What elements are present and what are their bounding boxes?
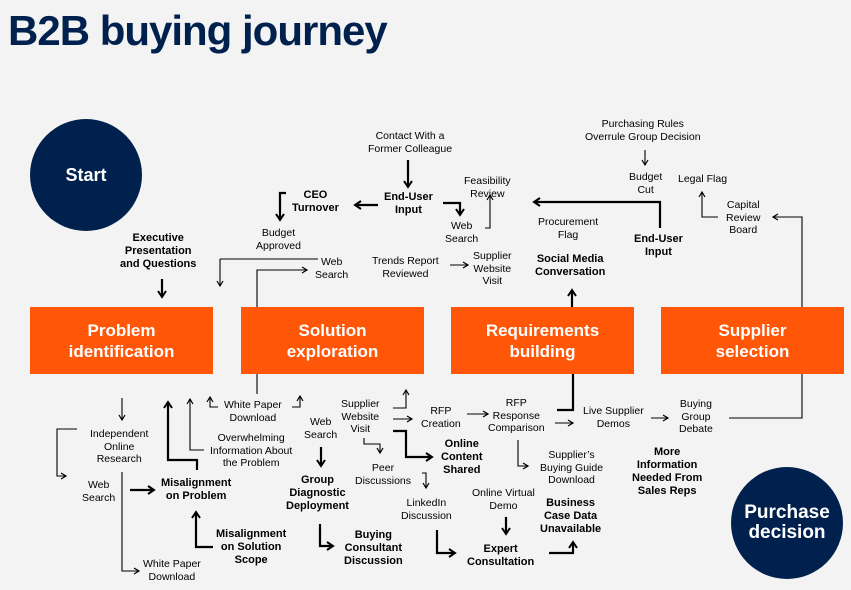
node-end-user-input: End-User Input [634,233,683,258]
connector-bold [191,510,213,549]
node-online-content-shared: Online Content Shared [441,438,483,476]
stage-requirements-building: Requirements building [451,307,634,374]
connector-bold [393,429,434,462]
stage-label: Solution exploration [286,320,379,361]
connector [422,472,430,490]
node-ceo-turnover: CEO Turnover [292,189,339,214]
node-rfp-response-comparison: RFP Response Comparison [488,397,545,434]
node-independent-online-research: Independent Online Research [90,428,149,465]
node-overwhelming-information: Overwhelming Information About the Probl… [210,432,293,469]
connector [56,428,77,480]
node-contact-former-colleague: Contact With a Former Colleague [368,130,453,155]
connector-bold [163,400,199,470]
node-web-search: Web Search [304,416,338,441]
connector [729,374,803,419]
node-misalignment-on-problem: Misalignment on Problem [161,477,232,502]
node-live-supplier-demos: Live Supplier Demos [583,405,644,430]
connector [771,213,803,307]
node-web-search: Web Search [82,479,116,504]
node-budget-cut: Budget Cut [629,171,663,196]
node-white-paper-download: White Paper Download [143,558,201,583]
connector [363,438,384,455]
stage-solution-exploration: Solution exploration [241,307,424,374]
node-procurement-flag: Procurement Flag [538,216,599,241]
page-title: B2B buying journey [8,7,388,54]
connector [393,388,410,409]
stage-label: Requirements building [485,320,600,361]
node-buying-group-debate: Buying Group Debate [679,398,713,435]
connector-bold [435,530,457,558]
node-executive-presentation: Executive Presentation and Questions [120,232,197,270]
node-linkedin-discussion: LinkedIn Discussion [401,497,452,522]
node-purchasing-rules: Purchasing Rules Overrule Group Decision [585,118,701,143]
connector-bold [443,201,465,217]
node-legal-flag: Legal Flag [678,173,728,185]
node-suppliers-buying-guide: Supplier’s Buying Guide Download [540,449,604,486]
node-misalignment-on-solution-scope: Misalignment on Solution Scope [216,528,287,566]
node-rfp-creation: RFP Creation [421,405,461,430]
node-supplier-website-visit: Supplier Website Visit [473,250,512,287]
node-web-search: Web Search [315,256,349,281]
connector [206,395,218,408]
node-more-information-needed: More Information Needed From Sales Reps [632,446,703,497]
connector [256,266,309,307]
node-supplier-website-visit: Supplier Website Visit [341,398,380,435]
node-white-paper-download: White Paper Download [224,399,282,424]
start-node: Start [30,119,142,231]
connector [485,193,494,229]
node-business-case-data-unavailable: Business Case Data Unavailable [540,497,602,535]
stage-label: Problem identification [68,320,175,361]
connector-bold [318,524,335,551]
node-buying-consultant-discussion: Buying Consultant Discussion [344,529,403,567]
node-capital-review-board: Capital Review Board [726,199,761,236]
node-expert-consultation: Expert Consultation [467,543,535,568]
node-social-media-conversation: Social Media Conversation [535,253,606,278]
stage-label: Supplier selection [715,320,790,361]
connector [698,190,718,218]
connector [517,440,530,470]
connector-bold [532,197,662,228]
connector [121,472,141,575]
node-end-user-input: End-User Input [384,191,433,216]
node-online-virtual-demo: Online Virtual Demo [472,487,535,512]
node-web-search: Web Search [445,220,479,245]
connector [292,394,304,408]
connector-bold [557,374,575,412]
node-feasibility-review: Feasibility Review [464,175,511,200]
connector-bold [549,540,578,555]
node-budget-approved: Budget Approved [256,227,301,252]
connector [186,397,204,451]
node-trends-report: Trends Report Reviewed [372,255,439,280]
stage-supplier-selection: Supplier selection [661,307,844,374]
node-group-diagnostic-deployment: Group Diagnostic Deployment [286,474,349,512]
purchase-decision-node: Purchase decision [731,467,843,579]
node-peer-discussions: Peer Discussions [355,462,412,487]
connector-bold [275,191,286,222]
stage-problem-identification: Problem identification [30,307,213,374]
